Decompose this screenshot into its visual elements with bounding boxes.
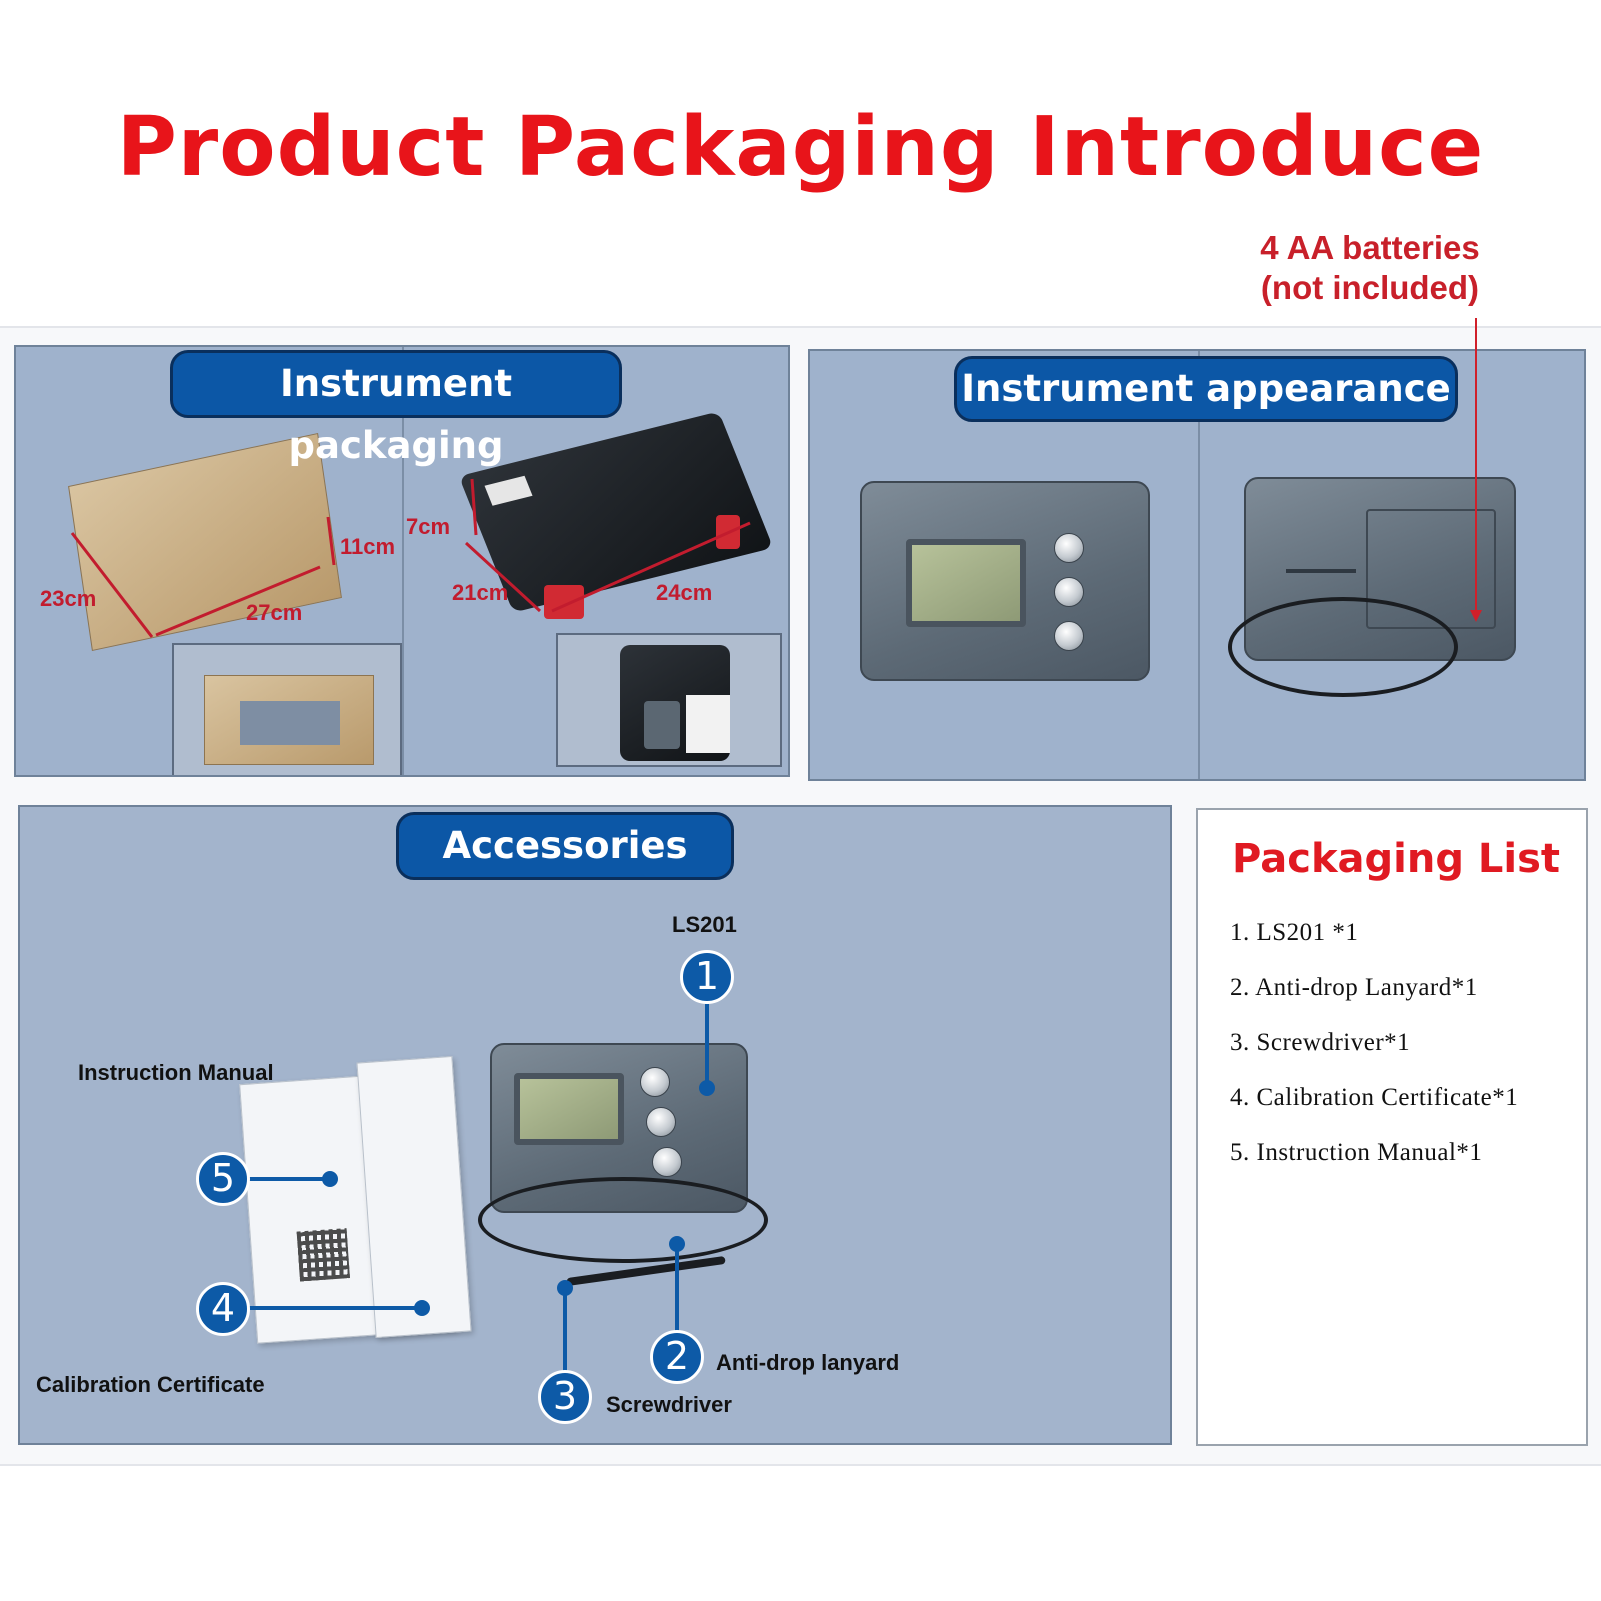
case-device — [644, 701, 680, 749]
accessories-panel — [18, 805, 1172, 1445]
list-item: 3. Screwdriver*1 — [1230, 1029, 1411, 1056]
callout-4-label: Calibration Certificate — [36, 1372, 265, 1397]
device-slot — [1286, 569, 1356, 573]
battery-note: 4 AA batteries (not included) — [1240, 228, 1500, 308]
dim-line — [70, 532, 154, 638]
instrument-packaging-panel — [14, 345, 790, 777]
instrument-appearance-panel — [808, 349, 1586, 781]
dim-line — [464, 541, 542, 613]
callout-4-badge: 4 — [196, 1282, 250, 1336]
qr-code-icon — [296, 1228, 350, 1282]
callout-2-badge: 2 — [650, 1330, 704, 1384]
carton-height-label: 11cm — [340, 534, 396, 559]
panel-divider — [402, 347, 404, 775]
dim-line — [551, 521, 751, 613]
callout-5-badge: 5 — [196, 1152, 250, 1206]
callout-5-label: Instruction Manual — [78, 1060, 274, 1085]
anti-drop-lanyard-image — [478, 1177, 768, 1263]
callout-3-leader — [563, 1288, 567, 1388]
callout-3-dot — [557, 1280, 573, 1296]
callout-2-dot — [669, 1236, 685, 1252]
device-lcd — [906, 539, 1026, 627]
callout-5-dot — [322, 1171, 338, 1187]
packaging-list-title: Packaging List — [1232, 836, 1561, 882]
open-carton-image — [172, 643, 402, 775]
list-item: 4. Calibration Certificate*1 — [1230, 1084, 1519, 1111]
dim-line — [326, 516, 336, 566]
callout-2-leader — [675, 1244, 679, 1350]
instrument-appearance-heading: Instrument appearance — [954, 356, 1458, 422]
list-item: 5. Instruction Manual*1 — [1230, 1139, 1483, 1166]
device-button-icon — [1054, 621, 1084, 651]
case-document — [686, 695, 730, 753]
page-title: Product Packaging Introduce — [116, 100, 1485, 195]
case-width-label: 21cm — [452, 580, 509, 605]
dim-line — [470, 478, 478, 536]
lanyard-image — [1228, 597, 1458, 697]
open-case-image — [556, 633, 782, 767]
callout-5-leader — [248, 1177, 330, 1181]
calibration-certificate-image — [356, 1055, 472, 1339]
accessories-heading: Accessories — [396, 812, 734, 880]
carton-width-label: 23cm — [40, 586, 97, 611]
device-button-icon — [1054, 577, 1084, 607]
battery-pointer-arrow-icon — [1470, 610, 1482, 622]
callout-1-badge: 1 — [680, 950, 734, 1004]
packaging-list-items: 1. LS201 *1 2. Anti-drop Lanyard*1 3. Sc… — [1230, 918, 1518, 1193]
case-corner — [544, 585, 584, 619]
device-button-icon — [640, 1067, 670, 1097]
case-height-label: 7cm — [406, 514, 451, 539]
callout-1-leader — [705, 1004, 709, 1088]
callout-1-dot — [699, 1080, 715, 1096]
device-lcd — [514, 1073, 624, 1145]
callout-2-label: Anti-drop lanyard — [716, 1350, 900, 1375]
battery-note-line2: (not included) — [1260, 269, 1480, 306]
battery-note-line1: 4 AA batteries — [1260, 229, 1480, 266]
battery-pointer-line — [1475, 318, 1477, 618]
case-length-label: 24cm — [656, 580, 713, 605]
device-front-image — [860, 481, 1150, 681]
carton-contents — [240, 701, 340, 745]
carton-length-label: 27cm — [246, 600, 303, 625]
device-button-icon — [652, 1147, 682, 1177]
list-item: 1. LS201 *1 — [1230, 919, 1359, 946]
instrument-packaging-heading: Instrument packaging — [170, 350, 622, 467]
callout-1-label: LS201 — [672, 912, 737, 937]
packaging-list-box: Packaging List 1. LS201 *1 2. Anti-drop … — [1196, 808, 1588, 1446]
callout-3-label: Screwdriver — [606, 1392, 732, 1417]
device-button-icon — [1054, 533, 1084, 563]
callout-4-leader — [248, 1306, 424, 1310]
dim-line — [155, 565, 321, 637]
device-button-icon — [646, 1107, 676, 1137]
panel-divider — [1198, 351, 1200, 779]
callout-4-dot — [414, 1300, 430, 1316]
list-item: 2. Anti-drop Lanyard*1 — [1230, 974, 1478, 1001]
dimension-lines — [70, 478, 751, 638]
callout-3-badge: 3 — [538, 1370, 592, 1424]
